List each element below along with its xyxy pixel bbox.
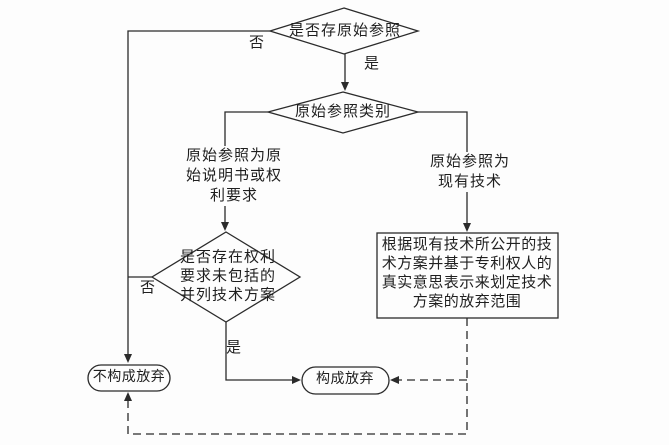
decision-d3-diamond: [150, 231, 302, 323]
arrowhead-into-not-abandon-bottom: [124, 392, 132, 401]
branch-label-d1-yes: 是: [363, 56, 381, 72]
branch-label-d1-no: 否: [248, 35, 266, 51]
terminal-not-abandon-label: 不构成放弃: [92, 370, 166, 385]
connector-d3-yes: [225, 322, 294, 381]
connector-dashed-bottom-route: [127, 318, 468, 435]
terminal-abandon-label: 构成放弃: [316, 372, 374, 387]
decision-d1-diamond: [267, 7, 421, 55]
terminal-not-abandon-shape: [87, 364, 171, 392]
decision-d2-label: 原始参照类别: [294, 104, 392, 120]
process-box-label: 根据现有技术所公开的技 术方案并基于专利权人的 真实意思表示来划定技术 方案的放…: [381, 237, 553, 310]
process-box: [376, 232, 559, 319]
connector-no-left-route: [127, 30, 270, 355]
branch-label-d2-right: 原始参照为 现有技术: [427, 152, 513, 192]
arrowhead-into-d3: [221, 222, 229, 231]
branch-label-d2-left: 原始参照为原 始说明书或权 利要求: [183, 146, 285, 206]
arrowhead-into-not-abandon-top: [124, 354, 132, 363]
decision-d3-label: 是否存在权利 要求未包括的 并列技术方案: [179, 249, 277, 304]
arrowhead-into-abandon-left: [292, 376, 301, 384]
branch-label-d3-yes: 是: [225, 340, 243, 356]
arrowhead-into-process: [463, 223, 471, 232]
arrowhead-into-abandon-right: [390, 376, 399, 384]
decision-d2-diamond: [265, 91, 421, 134]
terminal-abandon-shape: [301, 366, 390, 395]
arrowhead-into-d2: [341, 82, 349, 91]
branch-label-d3-no: 否: [139, 280, 157, 296]
decision-d1-label: 是否存原始参照: [288, 23, 402, 39]
